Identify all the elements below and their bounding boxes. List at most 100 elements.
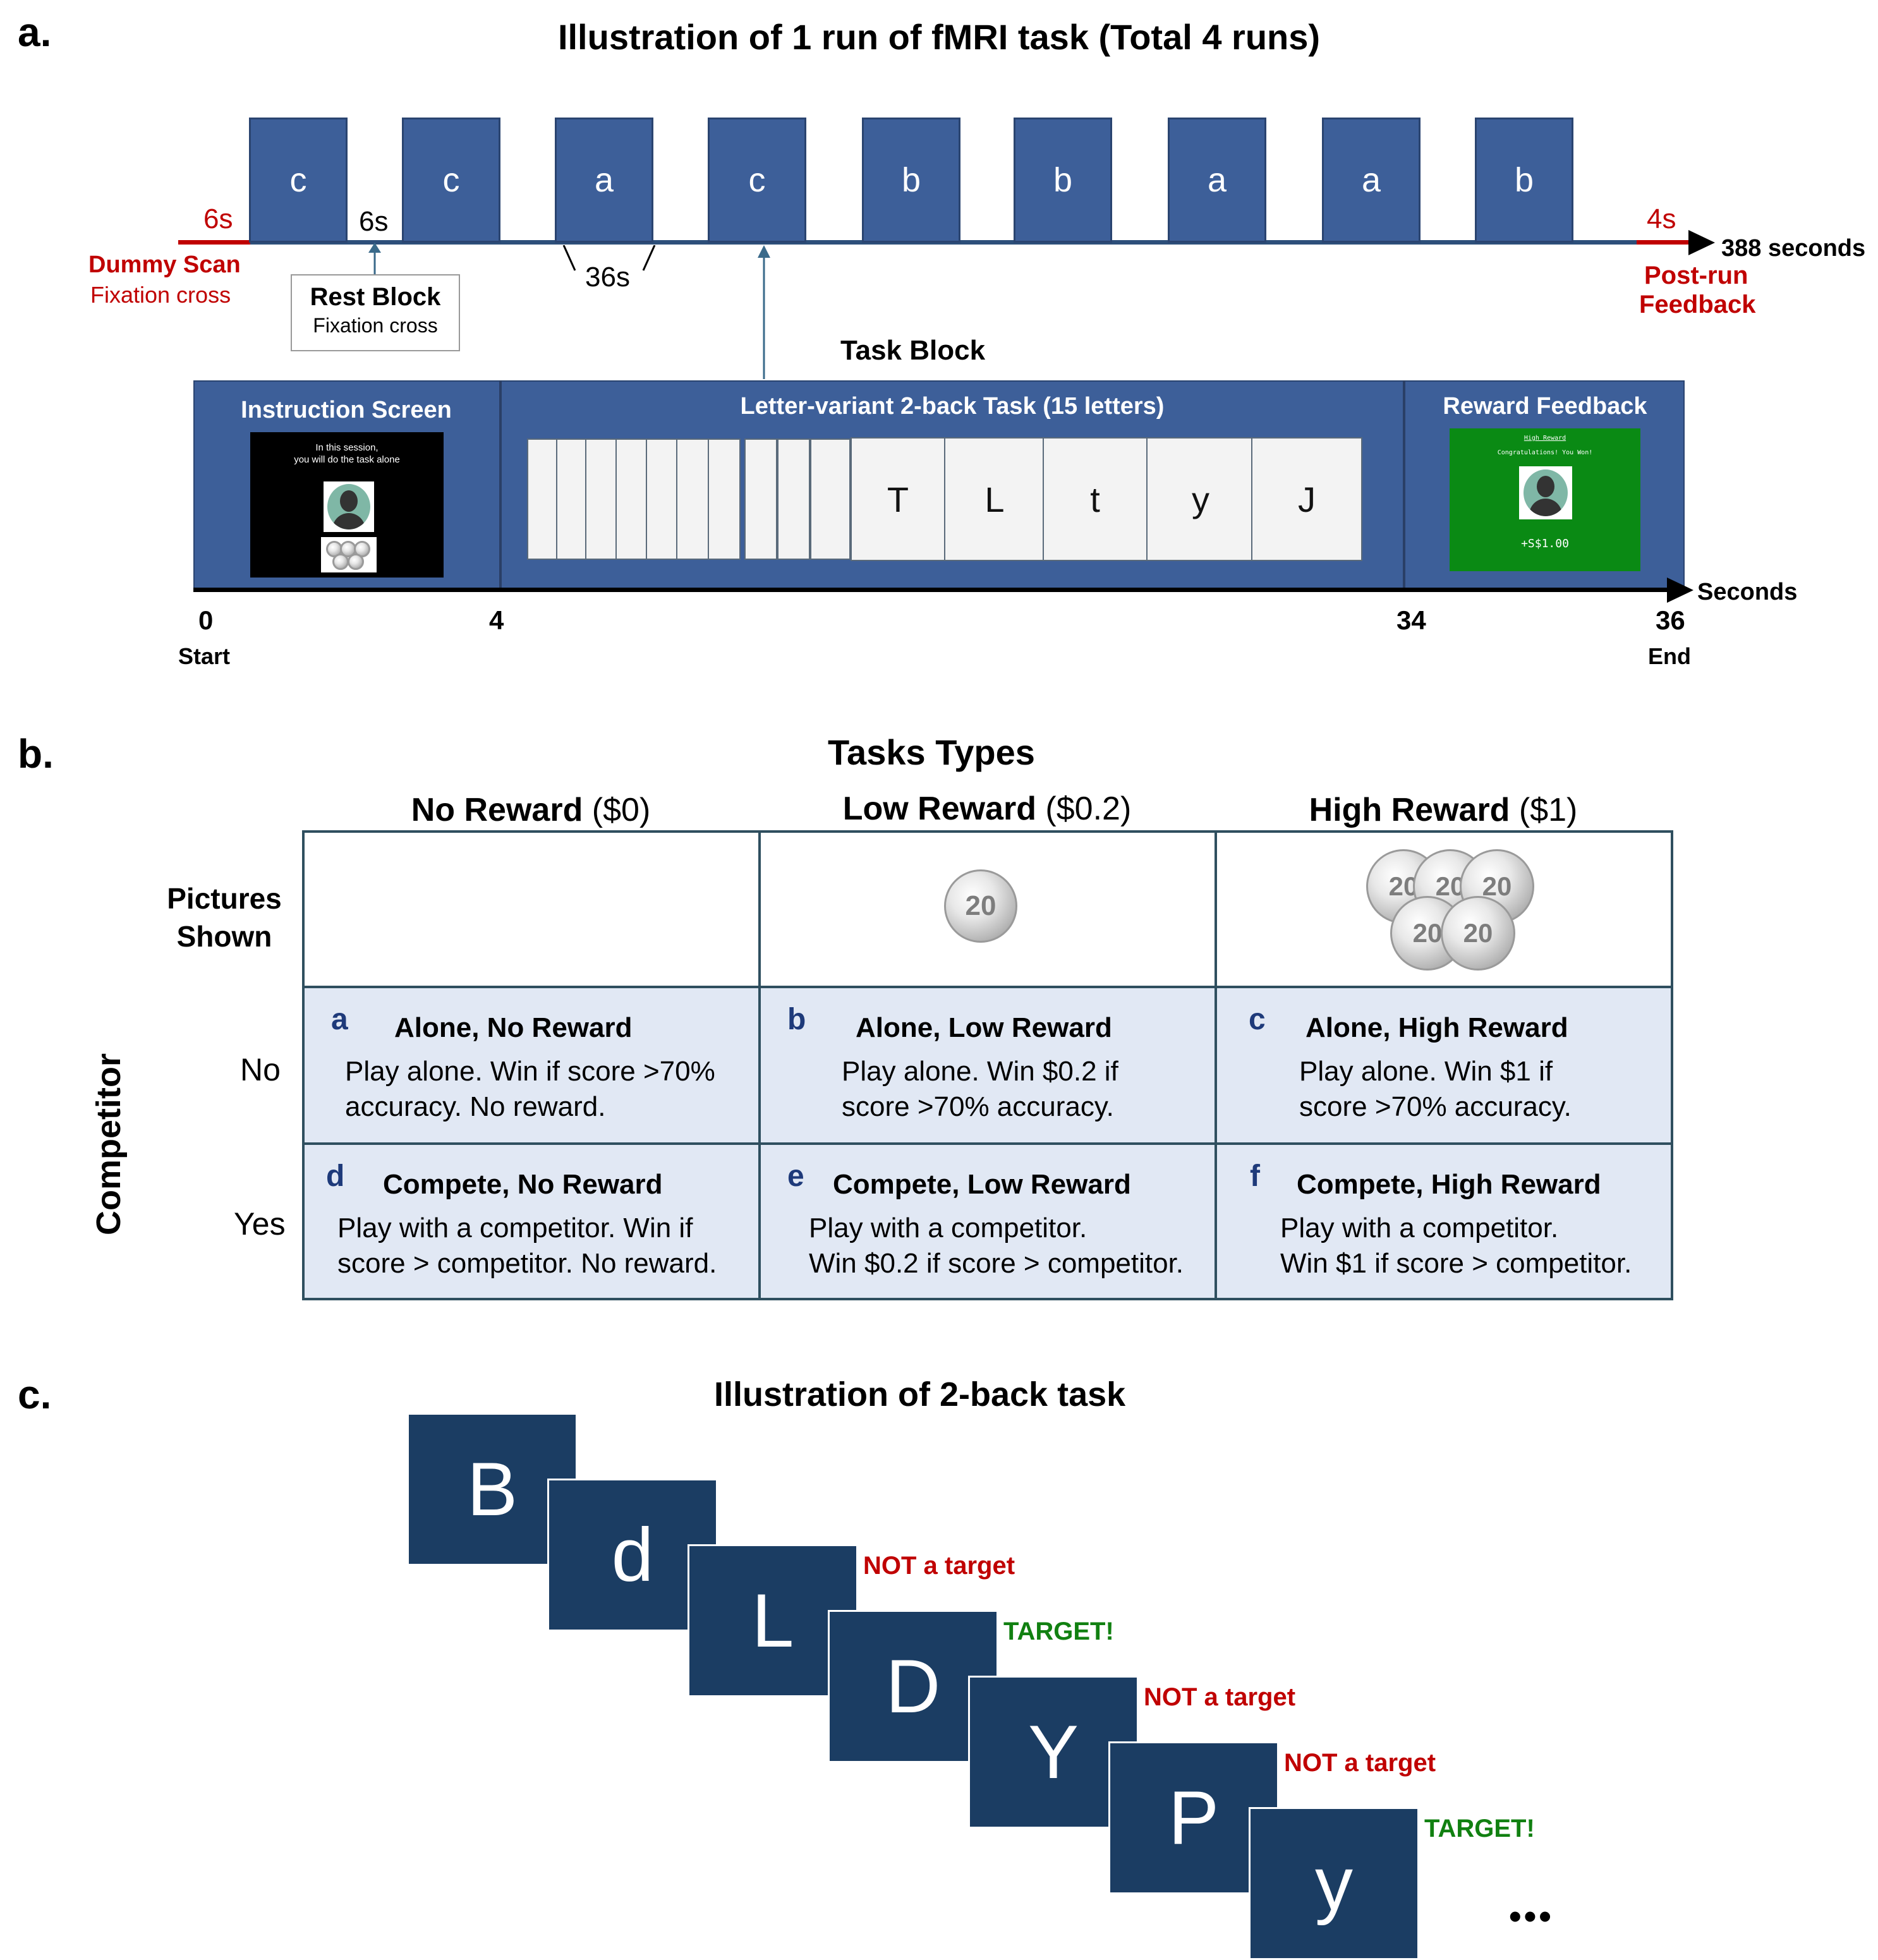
run-total: 388 seconds	[1721, 235, 1866, 262]
coin-label: 20	[1482, 871, 1512, 901]
seconds-axis-arrow-head	[1667, 578, 1693, 603]
run-block-8: b	[1475, 118, 1573, 243]
table-border-bottom	[303, 1298, 1672, 1300]
rest-duration: 6s	[359, 206, 389, 237]
nback-label-4: NOT a target	[1144, 1683, 1296, 1711]
cell-desc-line-2: score >70% accuracy.	[842, 1091, 1114, 1122]
run-block-5: b	[1014, 118, 1112, 243]
coin-icon: 20	[1441, 896, 1515, 971]
nback-letter-box-2: t	[1043, 437, 1148, 561]
post-run-label: Post-run	[1644, 262, 1748, 289]
reward-screen-msg: Congratulations! You Won!	[1497, 449, 1593, 456]
dummy-scan-line	[178, 240, 254, 245]
reward-title: Reward Feedback	[1443, 393, 1647, 420]
coin-icon: 20	[1460, 849, 1534, 924]
dummy-fixation-label: Fixation cross	[90, 282, 231, 308]
tick-0-sub: Start	[178, 643, 231, 669]
reward-avatar-frame	[1519, 466, 1572, 519]
cell-desc-line-1: Play with a competitor. Win if	[337, 1213, 693, 1243]
coin-icon: 20	[944, 869, 1017, 943]
panel-b-title: Tasks Types	[828, 732, 1035, 772]
cell-letter-f: f	[1250, 1159, 1260, 1193]
cell-title-f: Compete, High Reward	[1297, 1169, 1601, 1200]
reward-screen-title: High Reward	[1524, 435, 1566, 442]
run-block-3: c	[708, 118, 806, 243]
cell-desc-line-1: Play with a competitor.	[809, 1213, 1087, 1243]
panel-c-title: Illustration of 2-back task	[714, 1376, 1126, 1413]
competitor-label: Competitor	[90, 1053, 128, 1235]
col-header-1-amount: ($0.2)	[1036, 790, 1132, 827]
task-block-arrow	[758, 245, 770, 379]
col-header-0: No Reward ($0)	[303, 791, 758, 829]
cell-desc-a: Play alone. Win if score >70% accuracy. N…	[345, 1054, 715, 1125]
nback-blank-box	[556, 439, 588, 560]
avatar-icon	[1524, 469, 1568, 516]
cell-desc-e: Play with a competitor. Win $0.2 if score…	[809, 1211, 1184, 1281]
instruction-title: Instruction Screen	[241, 397, 452, 423]
block-duration: 36s	[585, 262, 630, 293]
block-duration-brace	[562, 245, 656, 271]
instruction-screen-text-1: In this session,	[315, 442, 379, 453]
col-header-2-bold: High Reward	[1309, 792, 1510, 828]
run-block-6: a	[1168, 118, 1266, 243]
run-block-1: c	[402, 118, 500, 243]
cell-letter-c: c	[1249, 1003, 1266, 1036]
tick-36: 36	[1656, 605, 1685, 635]
panel-a-label: a.	[18, 9, 52, 55]
nback-blank-box	[585, 439, 618, 560]
cell-desc-line-2: Win $0.2 if score > competitor.	[809, 1248, 1184, 1279]
rest-block-box: Rest Block Fixation cross	[291, 274, 460, 351]
cell-letter-b: b	[787, 1003, 806, 1036]
pictures-label-line-1: Pictures	[167, 882, 282, 915]
cell-title-c: Alone, High Reward	[1306, 1012, 1568, 1043]
tick-34: 34	[1396, 605, 1426, 635]
nback-label-5: NOT a target	[1284, 1749, 1436, 1777]
coin-label: 20	[1463, 918, 1493, 948]
pictures-shown-label: Pictures Shown	[145, 880, 303, 955]
run-block-2: a	[555, 118, 653, 243]
tick-0: 0	[198, 605, 214, 635]
dummy-duration: 6s	[203, 203, 233, 234]
task-block-divider-2	[1403, 380, 1405, 590]
cell-desc-line-2: accuracy. No reward.	[345, 1091, 606, 1122]
nback-blank-box	[646, 439, 679, 560]
cell-desc-f: Play with a competitor. Win $1 if score >…	[1280, 1211, 1632, 1281]
coin-icon	[348, 554, 364, 570]
ellipsis: •••	[1509, 1896, 1554, 1936]
coin-icon	[332, 554, 349, 570]
instruction-screen-text-2: you will do the task alone	[294, 454, 400, 465]
cell-letter-a: a	[331, 1003, 348, 1036]
cell-desc-b: Play alone. Win $0.2 if score >70% accura…	[842, 1054, 1118, 1125]
instruction-avatar-frame	[324, 481, 374, 532]
task-block-divider-1	[499, 380, 502, 590]
nback-title: Letter-variant 2-back Task (15 letters)	[740, 393, 1165, 420]
cell-title-d: Compete, No Reward	[383, 1169, 663, 1200]
rest-arrow	[368, 243, 381, 275]
nback-blank-box	[777, 439, 810, 560]
cell-desc-line-1: Play alone. Win if score >70%	[345, 1056, 715, 1087]
row-label-no: No	[240, 1052, 281, 1087]
dummy-scan-label: Dummy Scan	[88, 251, 241, 278]
table-border-col1	[758, 830, 761, 1300]
cell-desc-line-2: score >70% accuracy.	[1299, 1091, 1572, 1122]
nback-label-2: NOT a target	[863, 1552, 1015, 1580]
panel-a-title: Illustration of 1 run of fMRI task (Tota…	[557, 17, 1321, 57]
nback-blank-box	[708, 439, 741, 560]
col-header-2-amount: ($1)	[1510, 792, 1578, 828]
nback-blank-box	[676, 439, 709, 560]
run-block-7: a	[1322, 118, 1421, 243]
coin-label: 20	[965, 890, 997, 921]
col-header-1-bold: Low Reward	[842, 790, 1036, 827]
cell-desc-line-1: Play with a competitor.	[1280, 1213, 1559, 1243]
nback-blank-box	[615, 439, 648, 560]
col-header-0-bold: No Reward	[411, 792, 583, 828]
nback-card-6: y	[1249, 1807, 1419, 1960]
seconds-axis	[193, 588, 1672, 592]
cell-desc-line-1: Play alone. Win $0.2 if	[842, 1056, 1118, 1087]
avatar-icon	[327, 484, 370, 529]
post-run-line	[1637, 240, 1692, 245]
cell-desc-line-2: Win $1 if score > competitor.	[1280, 1248, 1632, 1279]
cell-title-e: Compete, Low Reward	[833, 1169, 1131, 1200]
nback-blank-box	[810, 439, 851, 560]
